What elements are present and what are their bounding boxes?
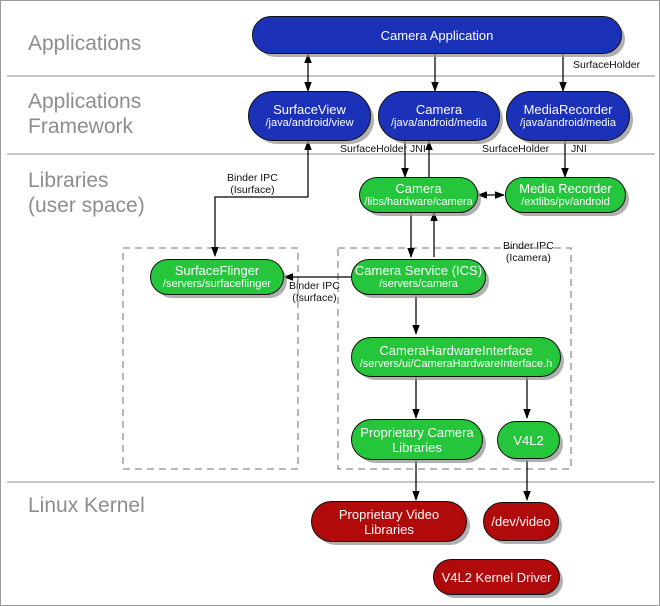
node-title: Camera Application [380,27,494,43]
layer-label-applications-framework: Applications Framework [28,90,142,138]
node-subtitle: /java/android/view [265,117,354,129]
node-title: Camera [395,181,442,196]
node-title: Camera Service (ICS) [354,263,483,278]
node-dev-video[interactable]: /dev/video [483,502,559,541]
edge-label-surfaceholder-camera: SurfaceHolder [340,143,408,155]
layer-label-applications: Applications [28,32,142,55]
layer-dividers [7,75,655,483]
layer-label-linux-kernel: Linux Kernel [28,494,145,517]
node-title: Media Recorder [519,181,612,196]
node-camera-application[interactable]: Camera Application [252,16,622,54]
edge-label-binder-ipc-isurface-service: Binder IPC (Isurface) [289,280,340,304]
node-camera-lib[interactable]: Camera /libs/hardware/camera [359,177,478,213]
node-surfaceview[interactable]: SurfaceView /java/android/view [248,91,371,141]
node-subtitle: /java/android/media [390,117,487,129]
node-camera-service[interactable]: Camera Service (ICS) /servers/camera [351,259,486,295]
dashed-group-boxes [122,247,572,470]
edge-label-binder-ipc-isurface-top: Binder IPC (Isurface) [227,172,278,196]
node-subtitle: /servers/surfaceflinger [162,278,272,290]
node-v4l2[interactable]: V4L2 [497,421,560,459]
node-title: CameraHardwareInterface [379,343,533,358]
node-proprietary-video-libraries[interactable]: Proprietary Video Libraries [311,501,467,542]
node-subtitle: /extlibs/pv/android [521,196,610,208]
edge-label-surfaceholder-mediarecorder: SurfaceHolder [482,143,550,155]
node-title: /dev/video [491,514,551,529]
node-v4l2-kernel-driver[interactable]: V4L2 Kernel Driver [433,559,560,595]
node-title: V4L2 [513,432,544,448]
node-title: Camera [415,102,463,117]
node-camera-java[interactable]: Camera /java/android/media [378,91,500,141]
edge-label-jni-camera: JNI [410,143,426,155]
edge-label-jni-mediarecorder: JNI [571,143,587,155]
node-title: Proprietary Video Libraries [338,506,440,537]
node-title: SurfaceFlinger [174,263,260,278]
node-subtitle: /libs/hardware/camera [364,196,473,208]
node-title: V4L2 Kernel Driver [441,569,552,585]
node-media-recorder-lib[interactable]: Media Recorder /extlibs/pv/android [505,177,626,213]
node-proprietary-camera-libraries[interactable]: Proprietary Camera Libraries [351,419,483,460]
edge-label-surfaceholder-app-mediarecorder: SurfaceHolder [573,59,641,71]
node-title: SurfaceView [273,102,346,117]
node-title: Proprietary Camera Libraries [360,424,474,455]
node-subtitle: /java/android/media [519,117,616,129]
node-surfaceflinger[interactable]: SurfaceFlinger /servers/surfaceflinger [150,259,284,295]
node-mediarecorder[interactable]: MediaRecorder /java/android/media [506,91,630,141]
node-subtitle: /servers/ui/CameraHardwareInterface.h [359,358,553,370]
node-camera-hardware-interface[interactable]: CameraHardwareInterface /servers/ui/Came… [351,337,561,377]
node-title: MediaRecorder [523,102,613,117]
node-subtitle: /servers/camera [379,278,458,290]
layer-label-libraries: Libraries (user space) [28,169,145,217]
edge-label-binder-ipc-icamera: Binder IPC (Icamera) [503,240,554,264]
arrows [211,52,569,502]
